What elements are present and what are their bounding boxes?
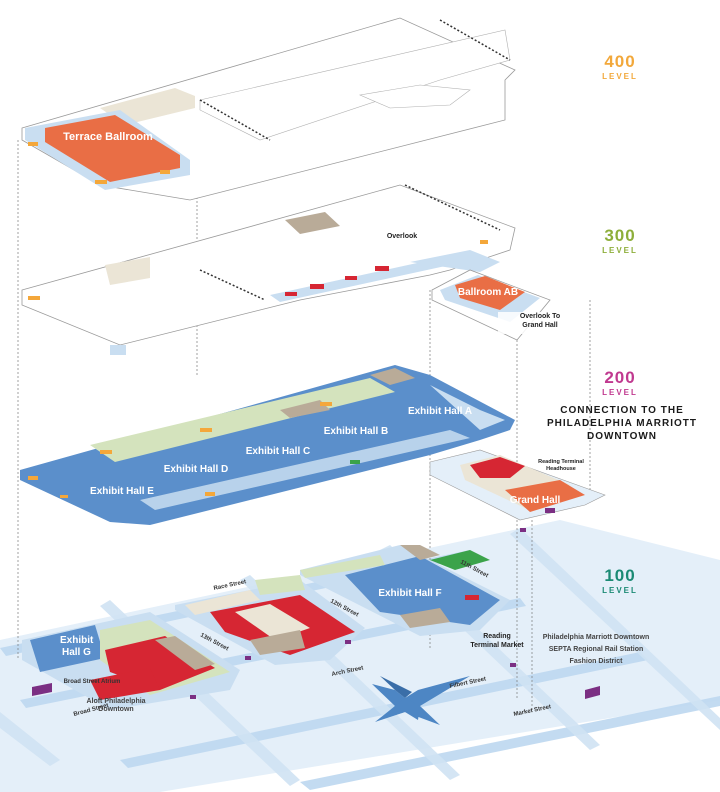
- terrace-ballroom-label: Terrace Ballroom: [63, 131, 153, 143]
- level-400-floor: [21, 17, 516, 201]
- marriott-label: Philadelphia Marriott Downtown: [543, 634, 650, 641]
- level-400-word: LEVEL: [602, 72, 638, 81]
- overlook-grand-hall-bind: Overlook To Grand Hall: [540, 311, 618, 318]
- exhibit-hall-e-label: Exhibit Hall E: [90, 486, 154, 497]
- compass-rose: [372, 676, 470, 725]
- exhibit-hall-d-label: Exhibit Hall D: [164, 464, 228, 475]
- level-100-floor: [22, 528, 600, 710]
- level-200-word: LEVEL: [602, 388, 638, 397]
- level-100-number: 100: [604, 566, 636, 585]
- level-200-number: 200: [604, 368, 636, 387]
- level-300-floor: [21, 184, 551, 355]
- ballroom-ab-label: Ballroom AB: [458, 287, 518, 298]
- exhibit-hall-g-bind: Exhibit Hall G: [60, 635, 125, 646]
- broad-street-atrium-label: Broad Street Atrium: [64, 679, 121, 685]
- exhibit-hall-a-label: Exhibit Hall A: [408, 406, 472, 417]
- aloft-bind: Aloft Philadelphia Downtown: [116, 696, 212, 703]
- level-200-floor: [20, 365, 606, 525]
- exhibit-hall-f-label: Exhibit Hall F: [378, 588, 441, 599]
- level-100-word: LEVEL: [602, 586, 638, 595]
- level-400-number: 400: [604, 52, 636, 71]
- exhibit-hall-b-label: Exhibit Hall B: [324, 426, 388, 437]
- overlook-label: Overlook: [387, 233, 417, 240]
- level-300-word: LEVEL: [602, 246, 638, 255]
- reading-terminal-headhouse-bind: Reading Terminal Headhouse: [561, 458, 638, 464]
- connection-marriott-label: CONNECTION TO THE PHILADELPHIA MARRIOTT …: [546, 405, 698, 442]
- exhibit-hall-c-label: Exhibit Hall C: [246, 446, 310, 457]
- septa-label: SEPTA Regional Rail Station: [549, 646, 644, 653]
- level-300-number: 300: [604, 226, 636, 245]
- grand-hall-label: Grand Hall: [510, 495, 561, 506]
- fashion-district-label: Fashion District: [570, 658, 624, 665]
